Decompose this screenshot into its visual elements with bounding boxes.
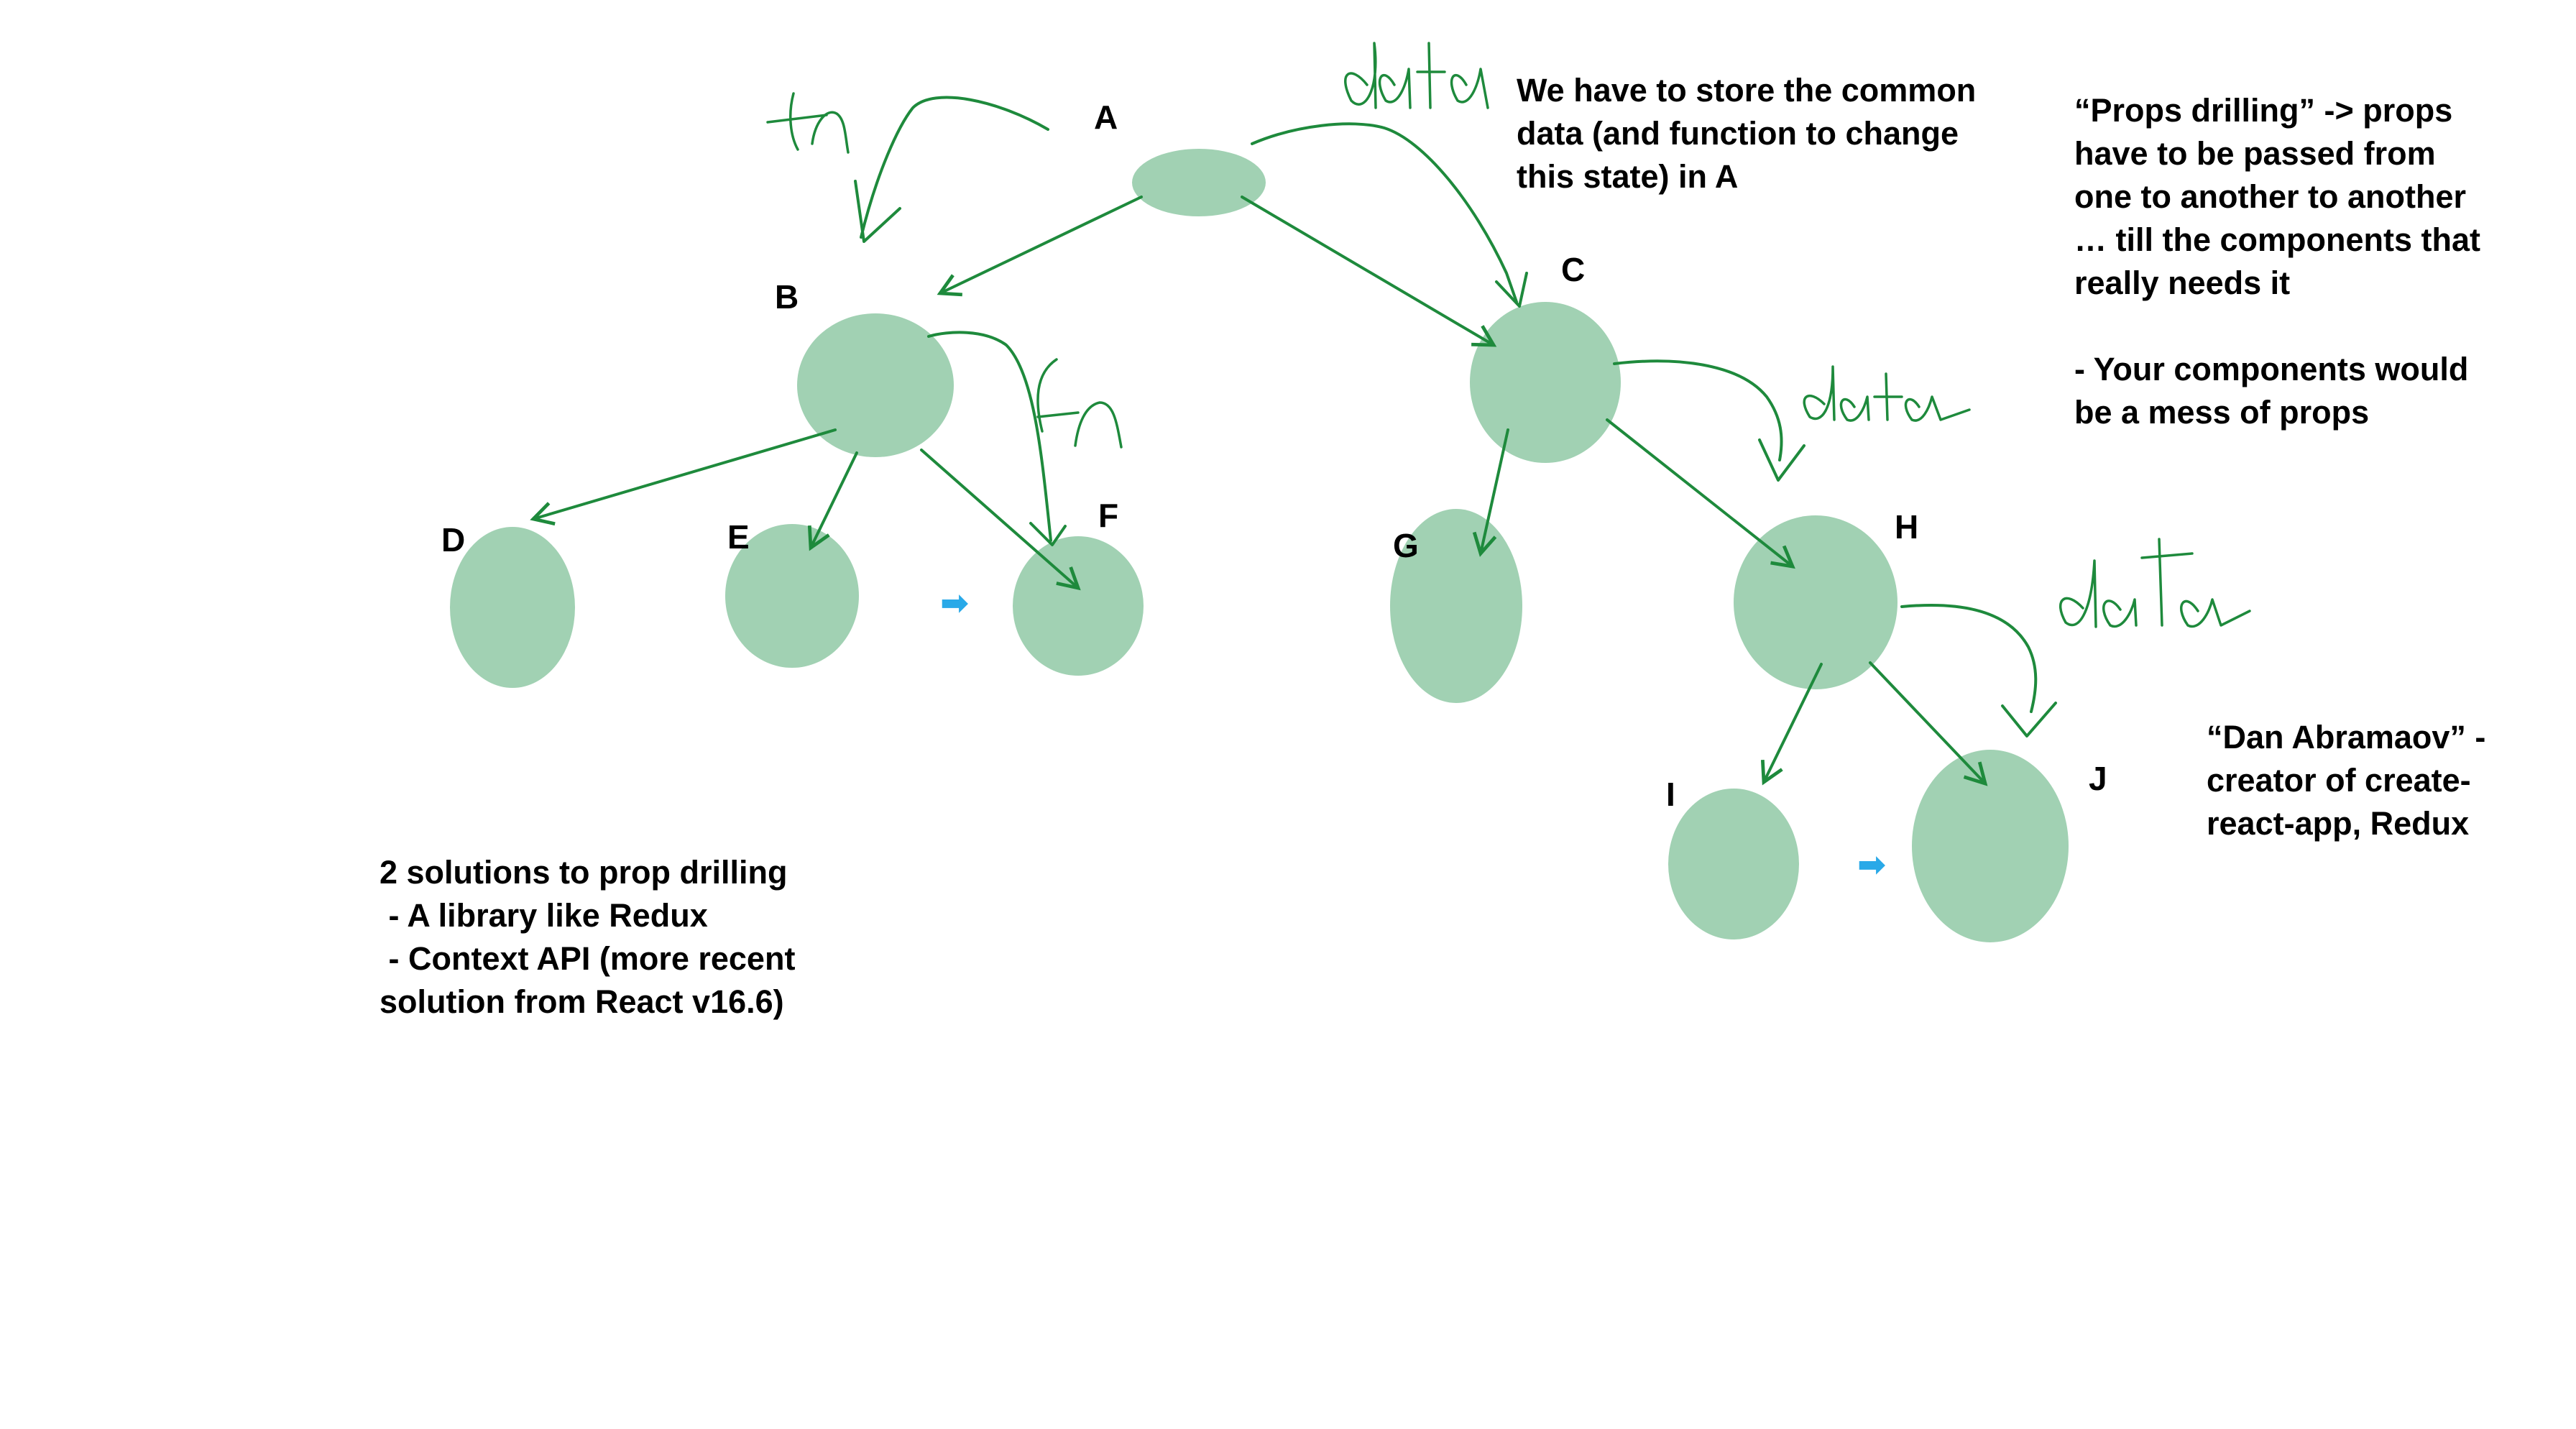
- node-d: [450, 527, 575, 688]
- dan-abramov-note-line: creator of create-: [2207, 762, 2471, 799]
- store-data-note-line: this state) in A: [1517, 158, 1739, 195]
- solutions-note-line: solution from React v16.6): [380, 983, 784, 1020]
- curved-arrow-data-c: [1613, 359, 1783, 461]
- handwriting-fn-b: [1036, 358, 1123, 449]
- curved-arrow-fn-a-head: [854, 180, 901, 243]
- solutions-note-line: - A library like Redux: [380, 897, 708, 934]
- node-c-label: C: [1561, 251, 1586, 288]
- props-drilling-note-line: - Your components would: [2074, 351, 2469, 387]
- curved-arrow-data-a: [1251, 122, 1518, 303]
- node-h: [1734, 515, 1898, 689]
- edge-h-i: [1760, 663, 1823, 786]
- edge-a-c: [1241, 196, 1497, 347]
- node-e: [725, 524, 859, 668]
- handwriting-data-c: [1803, 365, 1971, 422]
- solutions-note-line: 2 solutions to prop drilling: [380, 854, 788, 891]
- curved-arrow-fn-a: [860, 96, 1049, 239]
- store-data-note-line: data (and function to change: [1517, 115, 1959, 152]
- curved-arrow-data-c-head: [1758, 438, 1806, 482]
- edge-a-b: [937, 196, 1143, 297]
- node-a: [1132, 149, 1266, 216]
- node-b-label: B: [775, 278, 799, 316]
- edge-b-f: [920, 449, 1081, 591]
- node-c: [1470, 302, 1621, 463]
- node-j: [1912, 750, 2069, 942]
- tree-edges: [530, 196, 1988, 786]
- props-drilling-note-line: one to another to another: [2074, 178, 2466, 215]
- edge-c-h: [1606, 418, 1795, 569]
- node-f-label: F: [1098, 497, 1119, 534]
- props-drilling-note-line: really needs it: [2074, 265, 2291, 301]
- curved-arrow-data-a-head: [1495, 272, 1528, 308]
- dan-abramov-note: “Dan Abramaov” - creator of create- reac…: [2207, 716, 2485, 845]
- curved-arrow-fn-b: [927, 331, 1052, 542]
- right-arrow-icon: ➡: [1857, 846, 1887, 884]
- node-d-label: D: [441, 521, 466, 559]
- node-f: [1013, 536, 1144, 676]
- dan-abramov-note-line: react-app, Redux: [2207, 805, 2470, 842]
- right-arrow-icon: ➡: [940, 584, 970, 622]
- edge-h-j: [1869, 661, 1988, 786]
- node-g-label: G: [1393, 527, 1419, 564]
- store-data-note-line: We have to store the common: [1517, 72, 1977, 109]
- edge-c-g: [1472, 428, 1509, 557]
- solutions-note: 2 solutions to prop drilling - A library…: [380, 851, 795, 1024]
- node-i-label: I: [1666, 776, 1675, 813]
- handwriting-fn-a: [766, 92, 850, 154]
- props-drilling-note: “Props drilling” -> props have to be pas…: [2074, 89, 2480, 434]
- props-drilling-note-line: … till the components that: [2074, 221, 2481, 258]
- props-drilling-note-line: [2074, 305, 2480, 348]
- solutions-note-line: - Context API (more recent: [380, 940, 796, 977]
- handwriting-strokes: [766, 42, 2251, 628]
- handwriting-data-a: [1344, 42, 1489, 109]
- handwriting-data-h: [2058, 538, 2251, 628]
- curved-arrow-data-h: [1900, 603, 2038, 713]
- props-drilling-note-line: “Props drilling” -> props: [2074, 92, 2453, 129]
- curved-arrow-fn-b-head: [1029, 522, 1067, 546]
- node-i: [1668, 789, 1799, 939]
- node-e-label: E: [727, 518, 750, 556]
- props-drilling-note-line: have to be passed from: [2074, 135, 2436, 172]
- node-a-label: A: [1094, 98, 1118, 136]
- edge-b-d: [530, 428, 837, 526]
- dan-abramov-note-line: “Dan Abramaov” -: [2207, 719, 2486, 755]
- store-data-note: We have to store the common data (and fu…: [1517, 69, 1976, 198]
- curved-arrow-data-h-head: [2001, 702, 2057, 738]
- edge-b-e: [807, 451, 858, 551]
- node-h-label: H: [1895, 508, 1919, 546]
- node-g: [1390, 509, 1522, 703]
- node-b: [797, 313, 954, 457]
- node-j-label: J: [2089, 760, 2107, 797]
- props-drilling-note-line: be a mess of props: [2074, 394, 2370, 431]
- tree-nodes: [450, 149, 2069, 942]
- handwritten-arrows: [854, 96, 2057, 738]
